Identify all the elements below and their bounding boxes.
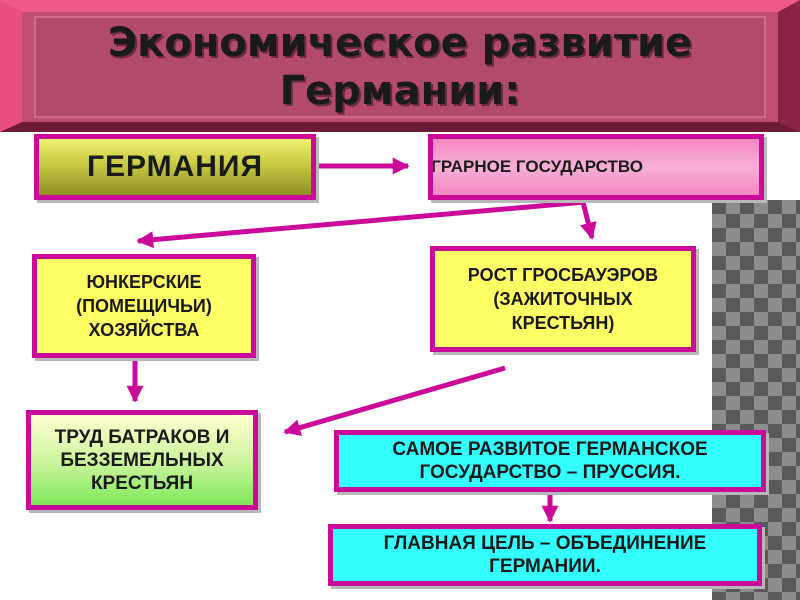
grossbauer-line-3: КРЕСТЬЯН) [511,313,615,333]
junker-line-3: ХОЗЯЙСТВА [88,320,200,340]
grossbauer-line-2: (ЗАЖИТОЧНЫХ [493,289,633,309]
title-line-2: Германии: [279,68,521,114]
node-prussia: САМОЕ РАЗВИТОЕ ГЕРМАНСКОЕ ГОСУДАРСТВО – … [334,430,766,492]
arrow-agrarian-to-grossbauer [580,201,597,240]
arrow-grossbauer-to-labor [283,365,506,436]
labor-line-1: ТРУД БАТРАКОВ И [54,426,230,448]
node-agrarian-state: АГРАРНОЕ ГОСУДАРСТВО [428,134,764,200]
node-germany-label: ГЕРМАНИЯ [86,150,264,183]
title-line-1: Экономическое развитие [107,20,693,66]
junker-line-2: (ПОМЕЩИЧЬИ) [76,296,212,316]
node-labor: ТРУД БАТРАКОВ И БЕЗЗЕМЕЛЬНЫХ КРЕСТЬЯН [26,410,258,510]
title-banner: Экономическое развитие Германии: [0,0,800,132]
goal-line-2: ГЕРМАНИИ. [489,556,601,577]
grossbauer-line-1: РОСТ ГРОСБАУЭРОВ [467,265,659,285]
arrow-agrarian-to-junker [136,199,586,249]
node-junker-estates: ЮНКЕРСКИЕ (ПОМЕЩИЧЬИ) ХОЗЯЙСТВА [32,254,256,358]
prussia-line-1: САМОЕ РАЗВИТОЕ ГЕРМАНСКОЕ [392,439,708,460]
goal-line-1: ГЛАВНАЯ ЦЕЛЬ – ОБЪЕДИНЕНИЕ [383,533,707,554]
junker-line-1: ЮНКЕРСКИЕ [86,272,202,292]
node-agrarian-label: АГРАРНОЕ ГОСУДАРСТВО [428,157,643,176]
node-germany: ГЕРМАНИЯ [34,134,316,200]
slide-title: Экономическое развитие Германии: [108,19,692,115]
title-panel: Экономическое развитие Германии: [34,16,766,118]
labor-line-2: БЕЗЗЕМЕЛЬНЫХ [60,449,224,471]
node-grossbauer-growth: РОСТ ГРОСБАУЭРОВ (ЗАЖИТОЧНЫХ КРЕСТЬЯН) [430,246,696,352]
labor-line-3: КРЕСТЬЯН [90,472,194,494]
prussia-line-2: ГОСУДАРСТВО – ПРУССИЯ. [419,462,681,483]
node-main-goal: ГЛАВНАЯ ЦЕЛЬ – ОБЪЕДИНЕНИЕ ГЕРМАНИИ. [328,524,762,586]
